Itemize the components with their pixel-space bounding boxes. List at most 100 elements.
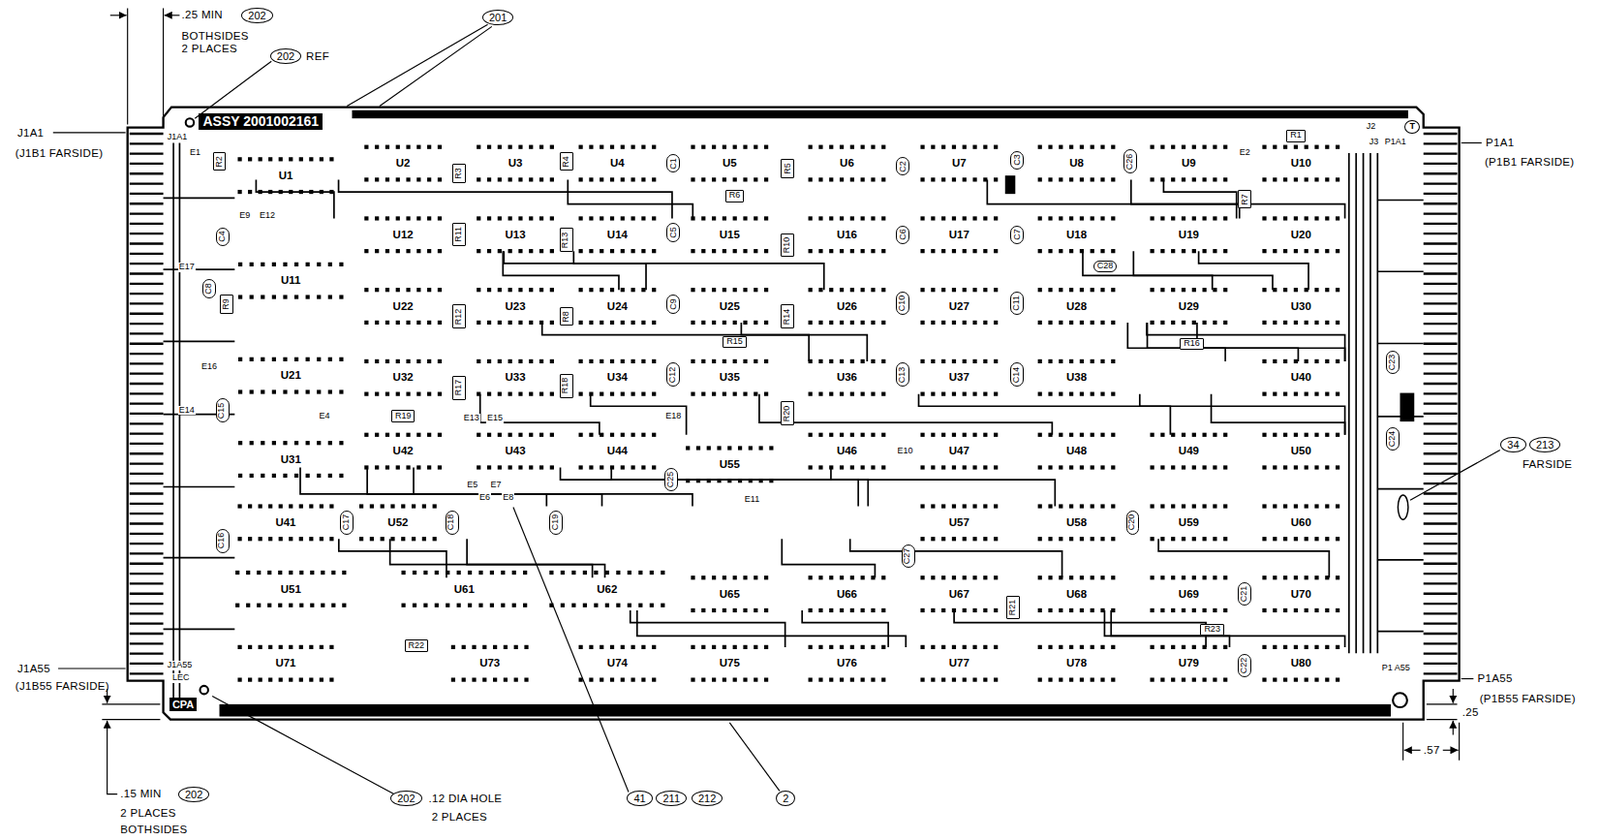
pin-pad [962, 392, 967, 397]
ref-designator: U26 [834, 300, 860, 313]
pin-pad [247, 645, 252, 649]
pin-pad [487, 177, 492, 182]
pin-pad [1212, 287, 1217, 292]
pin-pad [972, 287, 977, 292]
silkscreen-label: E5 [465, 480, 479, 491]
ic-footprint: U15 [687, 223, 771, 247]
pin-pad [1283, 608, 1288, 613]
capacitor: C28 [1093, 260, 1118, 274]
pin-pad [523, 676, 528, 681]
trace [1377, 630, 1423, 633]
pin-pad [267, 570, 272, 575]
ref-designator: C1 [668, 157, 678, 170]
silkscreen-label: E16 [200, 362, 218, 372]
pin-pad [1304, 177, 1309, 182]
ref-designator: C19 [551, 514, 561, 531]
pin-pad [539, 145, 544, 150]
pin-pad [839, 676, 844, 681]
pin-pad [294, 357, 299, 362]
pin-pad [952, 359, 956, 364]
pin-pad [282, 262, 287, 267]
pin-pad [416, 432, 421, 437]
pin-pad [620, 320, 625, 325]
pin-pad [258, 189, 263, 194]
pin-pad [1079, 145, 1084, 150]
pin-pad [487, 287, 492, 292]
ic-footprint: U20 [1259, 223, 1343, 247]
pin-pad [952, 432, 956, 437]
pin-pad [1181, 676, 1186, 681]
pin-pad [338, 294, 343, 299]
pin-pad [1150, 177, 1155, 182]
pin-pad [993, 392, 998, 397]
pin-pad [641, 287, 646, 292]
trace [466, 538, 605, 578]
ic-footprint: U19 [1146, 223, 1231, 247]
pin-pad [364, 215, 369, 220]
ref-designator: U78 [1064, 656, 1089, 670]
pin-pad [599, 287, 604, 292]
pin-pad [1170, 464, 1175, 469]
pin-pad [1324, 432, 1329, 437]
pin-pad [631, 248, 636, 253]
edge-finger [1423, 572, 1458, 575]
edge-finger [1423, 672, 1458, 675]
pin-pad [560, 603, 565, 608]
edge-finger [129, 672, 164, 675]
pin-pad [503, 645, 508, 649]
pin-pad [1170, 645, 1175, 649]
pin-pad [1324, 215, 1329, 220]
pin-pad [1314, 177, 1319, 182]
capacitor: C22 [1237, 653, 1252, 678]
pin-pad [599, 645, 604, 649]
ref-designator: U7 [950, 156, 969, 170]
ref-designator: U22 [391, 300, 416, 313]
pin-pad [1283, 248, 1288, 253]
pin-pad [1058, 432, 1063, 437]
pin-pad [1272, 177, 1277, 182]
trace [338, 179, 673, 218]
ic-footprint: U50 [1259, 439, 1343, 462]
pin-pad [249, 389, 254, 394]
edge-finger [1423, 152, 1458, 154]
pin-pad [1150, 676, 1155, 681]
ref-designator: C14 [1012, 366, 1022, 383]
pin-pad [487, 432, 492, 437]
pin-pad [461, 645, 466, 649]
pin-pad [528, 145, 533, 150]
pin-pad [299, 189, 304, 194]
pin-pad [610, 676, 615, 681]
pin-pad [1090, 575, 1095, 580]
pin-pad [690, 359, 695, 364]
pin-pad [508, 392, 513, 397]
pin-pad [1304, 536, 1309, 541]
pin-pad [588, 432, 593, 437]
pin-pad [962, 177, 967, 182]
pin-pad [733, 392, 738, 397]
ref-designator: R20 [782, 404, 793, 422]
pin-pad [588, 215, 593, 220]
pin-pad [764, 608, 769, 613]
edge-finger [1423, 612, 1458, 615]
ic-footprint: U21 [234, 364, 347, 387]
pin-pad [467, 603, 472, 608]
pin-pad [306, 473, 310, 478]
pin-pad [1090, 320, 1095, 325]
pin-pad [742, 145, 747, 150]
pin-pad [374, 320, 379, 325]
pin-pad [701, 575, 706, 580]
ref-designator: C22 [1239, 657, 1250, 675]
pin-pad [808, 248, 813, 253]
pin-pad [396, 432, 400, 437]
pin-pad [500, 603, 505, 608]
pin-pad [427, 320, 431, 325]
pin-pad [701, 392, 706, 397]
pin-pad [839, 392, 844, 397]
ref-designator: R7 [1239, 193, 1250, 206]
pin-pad [733, 575, 738, 580]
pin-pad [299, 676, 304, 681]
edge-finger [129, 142, 164, 145]
pin-pad [870, 645, 875, 649]
pin-pad [733, 215, 738, 220]
dimension-note: REF [306, 50, 330, 63]
